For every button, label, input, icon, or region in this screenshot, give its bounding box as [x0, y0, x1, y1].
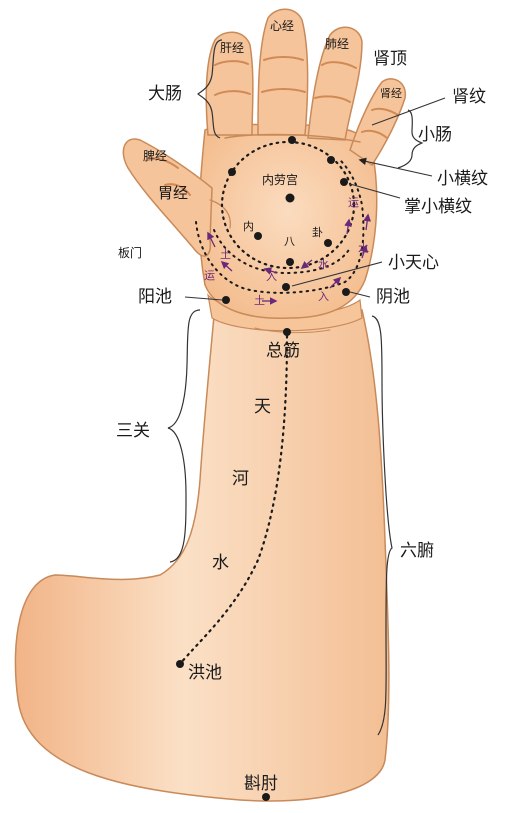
label-spleen-meridian: 脾经 [143, 148, 167, 163]
label-gua: 卦 [312, 225, 323, 239]
label-large-intestine: 大肠 [148, 84, 182, 104]
dot-douzhou [262, 793, 270, 801]
dot-neilaogong [285, 193, 295, 203]
label-liver-meridian: 肝经 [220, 41, 244, 55]
label-sanguan: 三关 [116, 421, 150, 441]
tianheshui-line [178, 334, 289, 666]
label-liufu: 六腑 [400, 541, 434, 561]
char-ru-right: 入 [318, 290, 329, 303]
dot-gua [324, 239, 332, 247]
yun-arc [195, 159, 365, 294]
leader-kidney-line [371, 97, 446, 126]
char-earth-bottom: 土 [254, 294, 265, 307]
label-xiaotianxin: 小天心 [388, 253, 439, 273]
label-he: 河 [232, 469, 249, 489]
dot-left [228, 168, 236, 176]
leader-small-transverse [358, 157, 433, 177]
label-hongchi: 洪池 [188, 663, 222, 683]
bracket-sanguan [167, 309, 201, 563]
char-water-right: 水 [358, 242, 369, 255]
label-douzhou: 斟肘 [244, 774, 278, 794]
label-heart-meridian: 心经 [270, 19, 294, 33]
palm-labels: 内劳宫 内 八 卦 [243, 172, 323, 248]
circle-chars: 土 土 运 运 入 入 水 水 [204, 196, 369, 307]
hand-arm-shape [14, 8, 407, 802]
brackets [167, 39, 424, 736]
char-yun-right: 运 [348, 196, 359, 209]
char-earth-left: 土 [220, 248, 231, 261]
label-yinchi: 阴池 [376, 287, 410, 307]
leader-lines [184, 97, 446, 301]
arm-body [14, 304, 390, 802]
arm-labels: 总筋 天 河 水 洪池 斟肘 [188, 341, 300, 794]
char-ru-left: 入 [266, 270, 277, 283]
neibagua-circle [220, 140, 356, 270]
dot-top [288, 136, 296, 144]
bracket-liufu [371, 315, 393, 736]
label-stomach-meridian: 胃经 [158, 184, 188, 202]
label-neilaogong: 内劳宫 [262, 172, 298, 187]
dot-small-transverse [327, 156, 335, 164]
finger-creases [147, 56, 399, 334]
label-palm-small-transverse: 掌小横纹 [404, 197, 472, 217]
dot-nei [254, 232, 262, 240]
label-kidney-meridian: 肾经 [380, 87, 402, 100]
dot-bottom-center [286, 258, 294, 266]
label-kidney-top: 肾顶 [373, 49, 407, 69]
finger-labels: 肝经 心经 肺经 肾经 脾经 胃经 [143, 19, 402, 202]
index-finger [205, 31, 254, 136]
leader-yangchi [184, 296, 223, 301]
label-small-transverse: 小横纹 [437, 169, 488, 189]
label-small-intestine: 小肠 [418, 125, 452, 145]
label-lung-meridian: 肺经 [325, 37, 349, 51]
label-nei: 内 [243, 219, 254, 233]
middle-finger [257, 8, 309, 136]
leader-yinchi [349, 291, 371, 298]
char-yun-left: 运 [204, 269, 215, 282]
label-zongjin: 总筋 [266, 341, 300, 361]
ring-finger [307, 26, 363, 141]
acupoint-dots [176, 136, 350, 801]
label-tian: 天 [254, 397, 271, 417]
dot-yinchi [342, 288, 350, 296]
bracket-small-intestine [397, 109, 424, 169]
dot-right [340, 178, 348, 186]
char-water-inner: 水 [318, 258, 329, 271]
dot-xiaotianxin [282, 283, 290, 291]
label-banmen: 板门 [118, 245, 142, 260]
label-ba: 八 [284, 235, 295, 248]
bracket-large-intestine [197, 39, 223, 139]
side-labels: 大肠 肾顶 肾纹 小肠 小横纹 掌小横纹 小天心 阴池 阳池 板门 三关 六腑 [116, 49, 488, 561]
direction-arrows [207, 213, 372, 305]
leader-palm-small-transverse [349, 183, 401, 199]
label-yangchi: 阳池 [138, 287, 172, 307]
thumb [122, 138, 213, 257]
dot-yangchi [222, 296, 230, 304]
leader-xiaotianxin [291, 261, 383, 287]
label-kidney-line: 肾纹 [452, 87, 486, 107]
little-finger [349, 78, 407, 167]
label-shui: 水 [212, 553, 229, 573]
dot-zongjin [283, 328, 291, 336]
